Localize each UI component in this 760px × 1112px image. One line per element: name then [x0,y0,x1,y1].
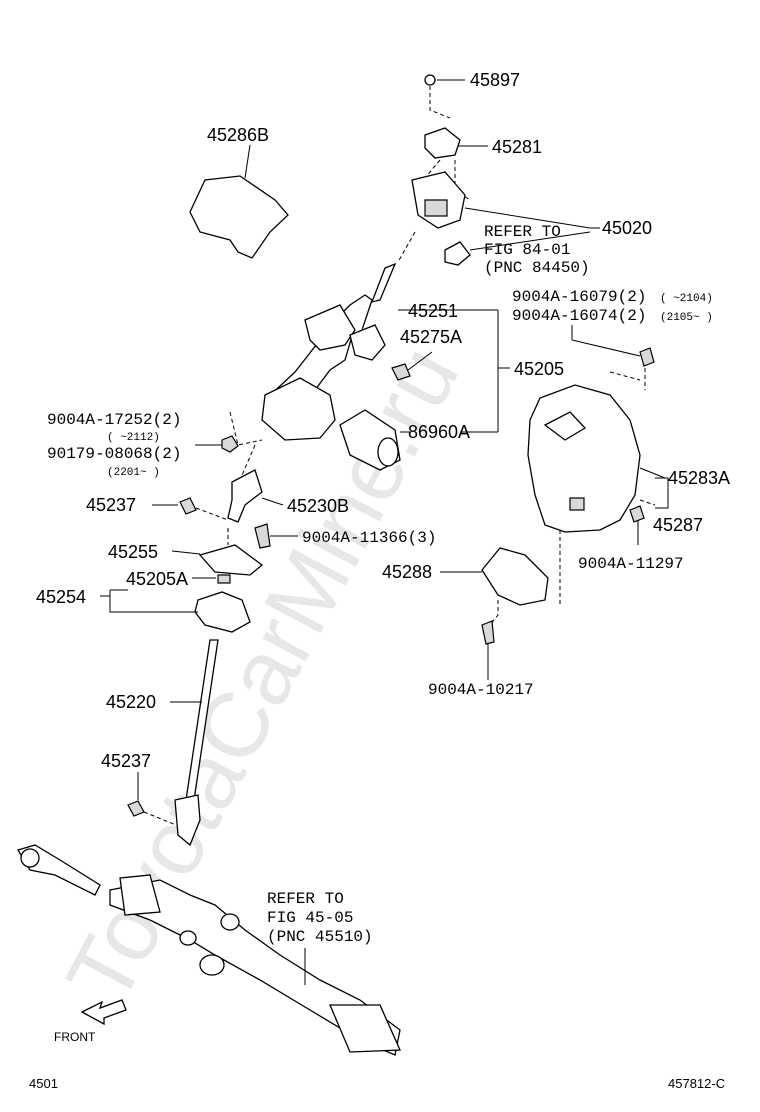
part-45237-bolt-upper [179,497,197,515]
part-84450-sensor [444,241,471,266]
label-45897: 45897 [470,70,520,90]
label-45205: 45205 [514,359,564,379]
part-45255-plate [198,544,264,576]
label-9004A-11297: 9004A-11297 [578,555,684,573]
part-9004A-16079-bolt [639,347,655,367]
label-9004A-16074-date: (2105~ ) [660,312,713,324]
part-9004A-11297-bolt [629,505,645,523]
label-9004A-17252: 9004A-17252(2) [47,411,181,429]
label-9004A-11366: 9004A-11366(3) [302,529,436,547]
part-45205A-clip [217,574,231,584]
label-refer2-line2: FIG 45-05 [267,909,353,927]
label-45281: 45281 [492,137,542,157]
label-90179-08068-date: (2201~ ) [107,467,160,479]
part-45275A-bolt [391,363,411,381]
label-45254: 45254 [36,587,86,607]
label-refer2-line1: REFER TO [267,890,344,908]
front-arrow-icon [80,999,127,1026]
label-90179-08068: 90179-08068(2) [47,445,181,463]
label-refer2-line3: (PNC 45510) [267,928,373,946]
label-front: FRONT [54,1030,96,1044]
label-9004A-10217: 9004A-10217 [428,681,534,699]
part-45230B-joint [227,469,263,523]
label-45283A: 45283A [668,468,730,488]
label-45237-lower: 45237 [101,751,151,771]
part-45288-bracket [481,547,549,606]
label-45251: 45251 [408,301,458,321]
label-45255: 45255 [108,542,158,562]
label-45275A: 45275A [400,327,462,347]
label-refer1-line2: FIG 84-01 [484,241,570,259]
footer-diagram-id: 457812-C [668,1076,725,1091]
label-45020: 45020 [602,218,652,238]
label-9004A-16079-date: ( ~2104) [660,293,713,305]
part-45897-cap [424,74,436,86]
part-9004A-17252-nut [221,435,239,453]
label-45230B: 45230B [287,496,349,516]
part-45254-boot [194,591,251,633]
label-45288: 45288 [382,562,432,582]
part-9004A-10217-bolt [481,620,495,645]
label-45237-upper: 45237 [86,495,136,515]
part-45286B-cover [189,175,289,259]
label-45205A: 45205A [126,569,188,589]
label-45286B: 45286B [207,125,269,145]
part-45251-column [370,262,397,303]
label-9004A-17252-date: ( ~2112) [107,432,160,444]
label-refer1-line3: (PNC 84450) [484,259,590,277]
label-45220: 45220 [106,692,156,712]
label-45287: 45287 [653,515,703,535]
part-9004A-11366-bolt [254,523,271,549]
footer-figure-number: 4501 [29,1076,58,1091]
label-9004A-16079: 9004A-16079(2) [512,288,646,306]
label-9004A-16074: 9004A-16074(2) [512,307,646,325]
label-refer1-line1: REFER TO [484,223,561,241]
label-86960A: 86960A [408,422,470,442]
part-45281-cover [424,127,461,159]
